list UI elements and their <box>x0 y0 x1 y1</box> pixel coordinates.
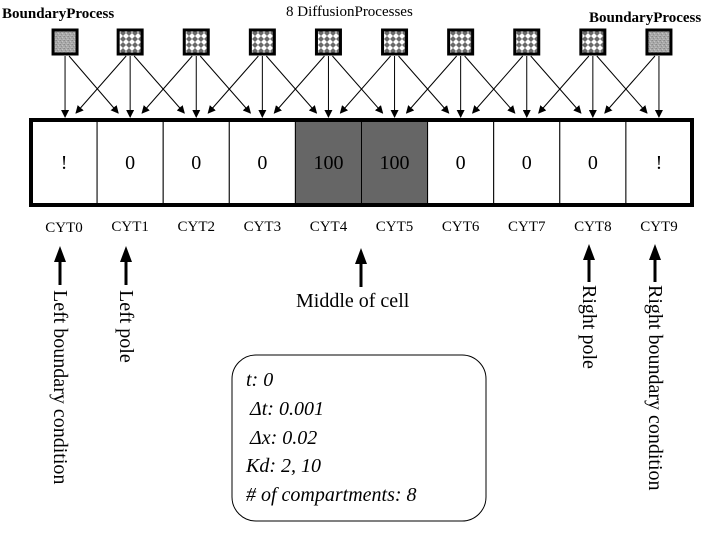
param-kd: Kd: 2, 10 <box>245 455 321 477</box>
compartment-name: CYT7 <box>508 219 546 235</box>
left-boundary-text: Left boundary condition <box>49 290 71 484</box>
right-boundary-arrowhead-icon <box>649 244 661 260</box>
diffusion-arrow-left <box>273 55 325 114</box>
right-boundary-text: Right boundary condition <box>644 285 666 491</box>
compartment-bar: !CYT00CYT10CYT20CYT3100CYT4100CYT50CYT60… <box>29 118 694 236</box>
compartment-cell <box>625 119 693 206</box>
diamond-pattern-icon <box>116 28 144 56</box>
boundary-arrow-left <box>604 55 656 114</box>
compartment-value: ! <box>656 152 663 174</box>
compartment-value: 0 <box>456 152 466 174</box>
compartment-name: CYT3 <box>244 219 282 235</box>
diamond-pattern-icon <box>182 28 210 56</box>
left-pole-text: Left pole <box>115 290 137 363</box>
compartment-cell <box>427 119 495 206</box>
diamond-pattern-icon <box>314 28 342 56</box>
compartment-name: CYT4 <box>310 219 348 235</box>
diffusion-arrow-left <box>207 55 259 114</box>
compartment-name: CYT6 <box>442 219 480 235</box>
right-pole-text: Right pole <box>578 285 600 369</box>
compartment-value: 0 <box>522 152 532 174</box>
noise-pattern-icon <box>51 28 79 56</box>
diffusion-arrow-left <box>405 55 458 114</box>
compartment-cyt0: ! CYT0 <box>30 119 98 236</box>
middle-annotation: Middle of cell <box>296 248 410 312</box>
right-boundary-annotation: Right boundary condition <box>644 244 666 491</box>
compartment-name: CYT9 <box>640 219 678 235</box>
diffusion-arrow-left <box>471 55 524 114</box>
diffusion-arrow-left <box>538 55 590 114</box>
diamond-pattern-icon <box>447 28 475 56</box>
parameters-box: t: 0 Δt: 0.001 Δx: 0.02 Kd: 2, 10 # of c… <box>231 354 487 522</box>
noise-pattern-icon <box>645 28 673 56</box>
diamond-pattern-icon <box>579 28 607 56</box>
diamond-pattern-icon <box>248 28 276 56</box>
left-boundary-arrowhead-icon <box>54 246 66 262</box>
middle-arrowhead-icon <box>355 248 367 264</box>
compartment-value: 100 <box>313 152 343 174</box>
left-boundary-annotation: Left boundary condition <box>49 246 71 484</box>
diffusion-arrow-right <box>596 55 648 114</box>
diffusion-arrow-right <box>398 55 450 114</box>
process-arrows <box>61 55 663 118</box>
compartment-cell <box>96 119 164 206</box>
compartment-value: 0 <box>588 152 598 174</box>
left-boundary-process-label: BoundaryProcess <box>2 6 114 22</box>
diffusion-arrow-right <box>332 55 384 114</box>
compartment-name: CYT1 <box>111 219 149 235</box>
compartment-name: CYT8 <box>574 219 612 235</box>
left-pole-arrowhead-icon <box>120 246 132 262</box>
right-boundary-process-label: BoundaryProcess <box>589 10 701 26</box>
diffusion-arrow-left <box>75 55 127 114</box>
diffusion-arrow-right <box>133 55 185 114</box>
compartment-value: 0 <box>191 152 201 174</box>
compartment-value: 0 <box>125 152 135 174</box>
diffusion-arrow-right <box>199 55 252 114</box>
compartment-name: CYT5 <box>376 219 414 235</box>
param-dx: Δx: 0.02 <box>249 427 317 449</box>
compartment-value: 100 <box>380 152 410 174</box>
right-pole-annotation: Right pole <box>578 244 600 369</box>
diffusion-arrow-right <box>464 55 516 114</box>
compartment-cell <box>361 119 429 206</box>
diffusion-arrow-left <box>141 55 193 114</box>
diamond-pattern-icon <box>513 28 541 56</box>
compartment-value: 0 <box>257 152 267 174</box>
left-pole-annotation: Left pole <box>115 246 137 363</box>
compartment-cell <box>493 119 561 206</box>
middle-text: Middle of cell <box>296 290 410 312</box>
compartment-cyt9: ! CYT9 <box>625 119 693 235</box>
compartment-cell <box>559 119 627 206</box>
compartment-cell <box>228 119 296 206</box>
diffusion-arrow-right <box>265 55 318 114</box>
diamond-pattern-icon <box>381 28 409 56</box>
diffusion-arrow-right <box>530 55 582 114</box>
param-compartments: # of compartments: 8 <box>246 484 417 506</box>
compartment-bar-border <box>29 118 694 207</box>
compartment-cell <box>294 119 362 206</box>
param-t: t: 0 <box>246 369 273 391</box>
right-pole-arrowhead-icon <box>583 244 595 260</box>
diffusion-arrow-left <box>339 55 391 114</box>
diffusion-processes-label: 8 DiffusionProcesses <box>286 4 413 20</box>
compartment-name: CYT2 <box>178 219 216 235</box>
process-icons <box>51 28 673 56</box>
boundary-arrow-right <box>68 55 119 114</box>
parameters-box-border <box>231 354 487 522</box>
param-dt: Δt: 0.001 <box>249 398 324 420</box>
compartment-name: CYT0 <box>45 220 83 236</box>
compartment-value: ! <box>61 152 68 174</box>
